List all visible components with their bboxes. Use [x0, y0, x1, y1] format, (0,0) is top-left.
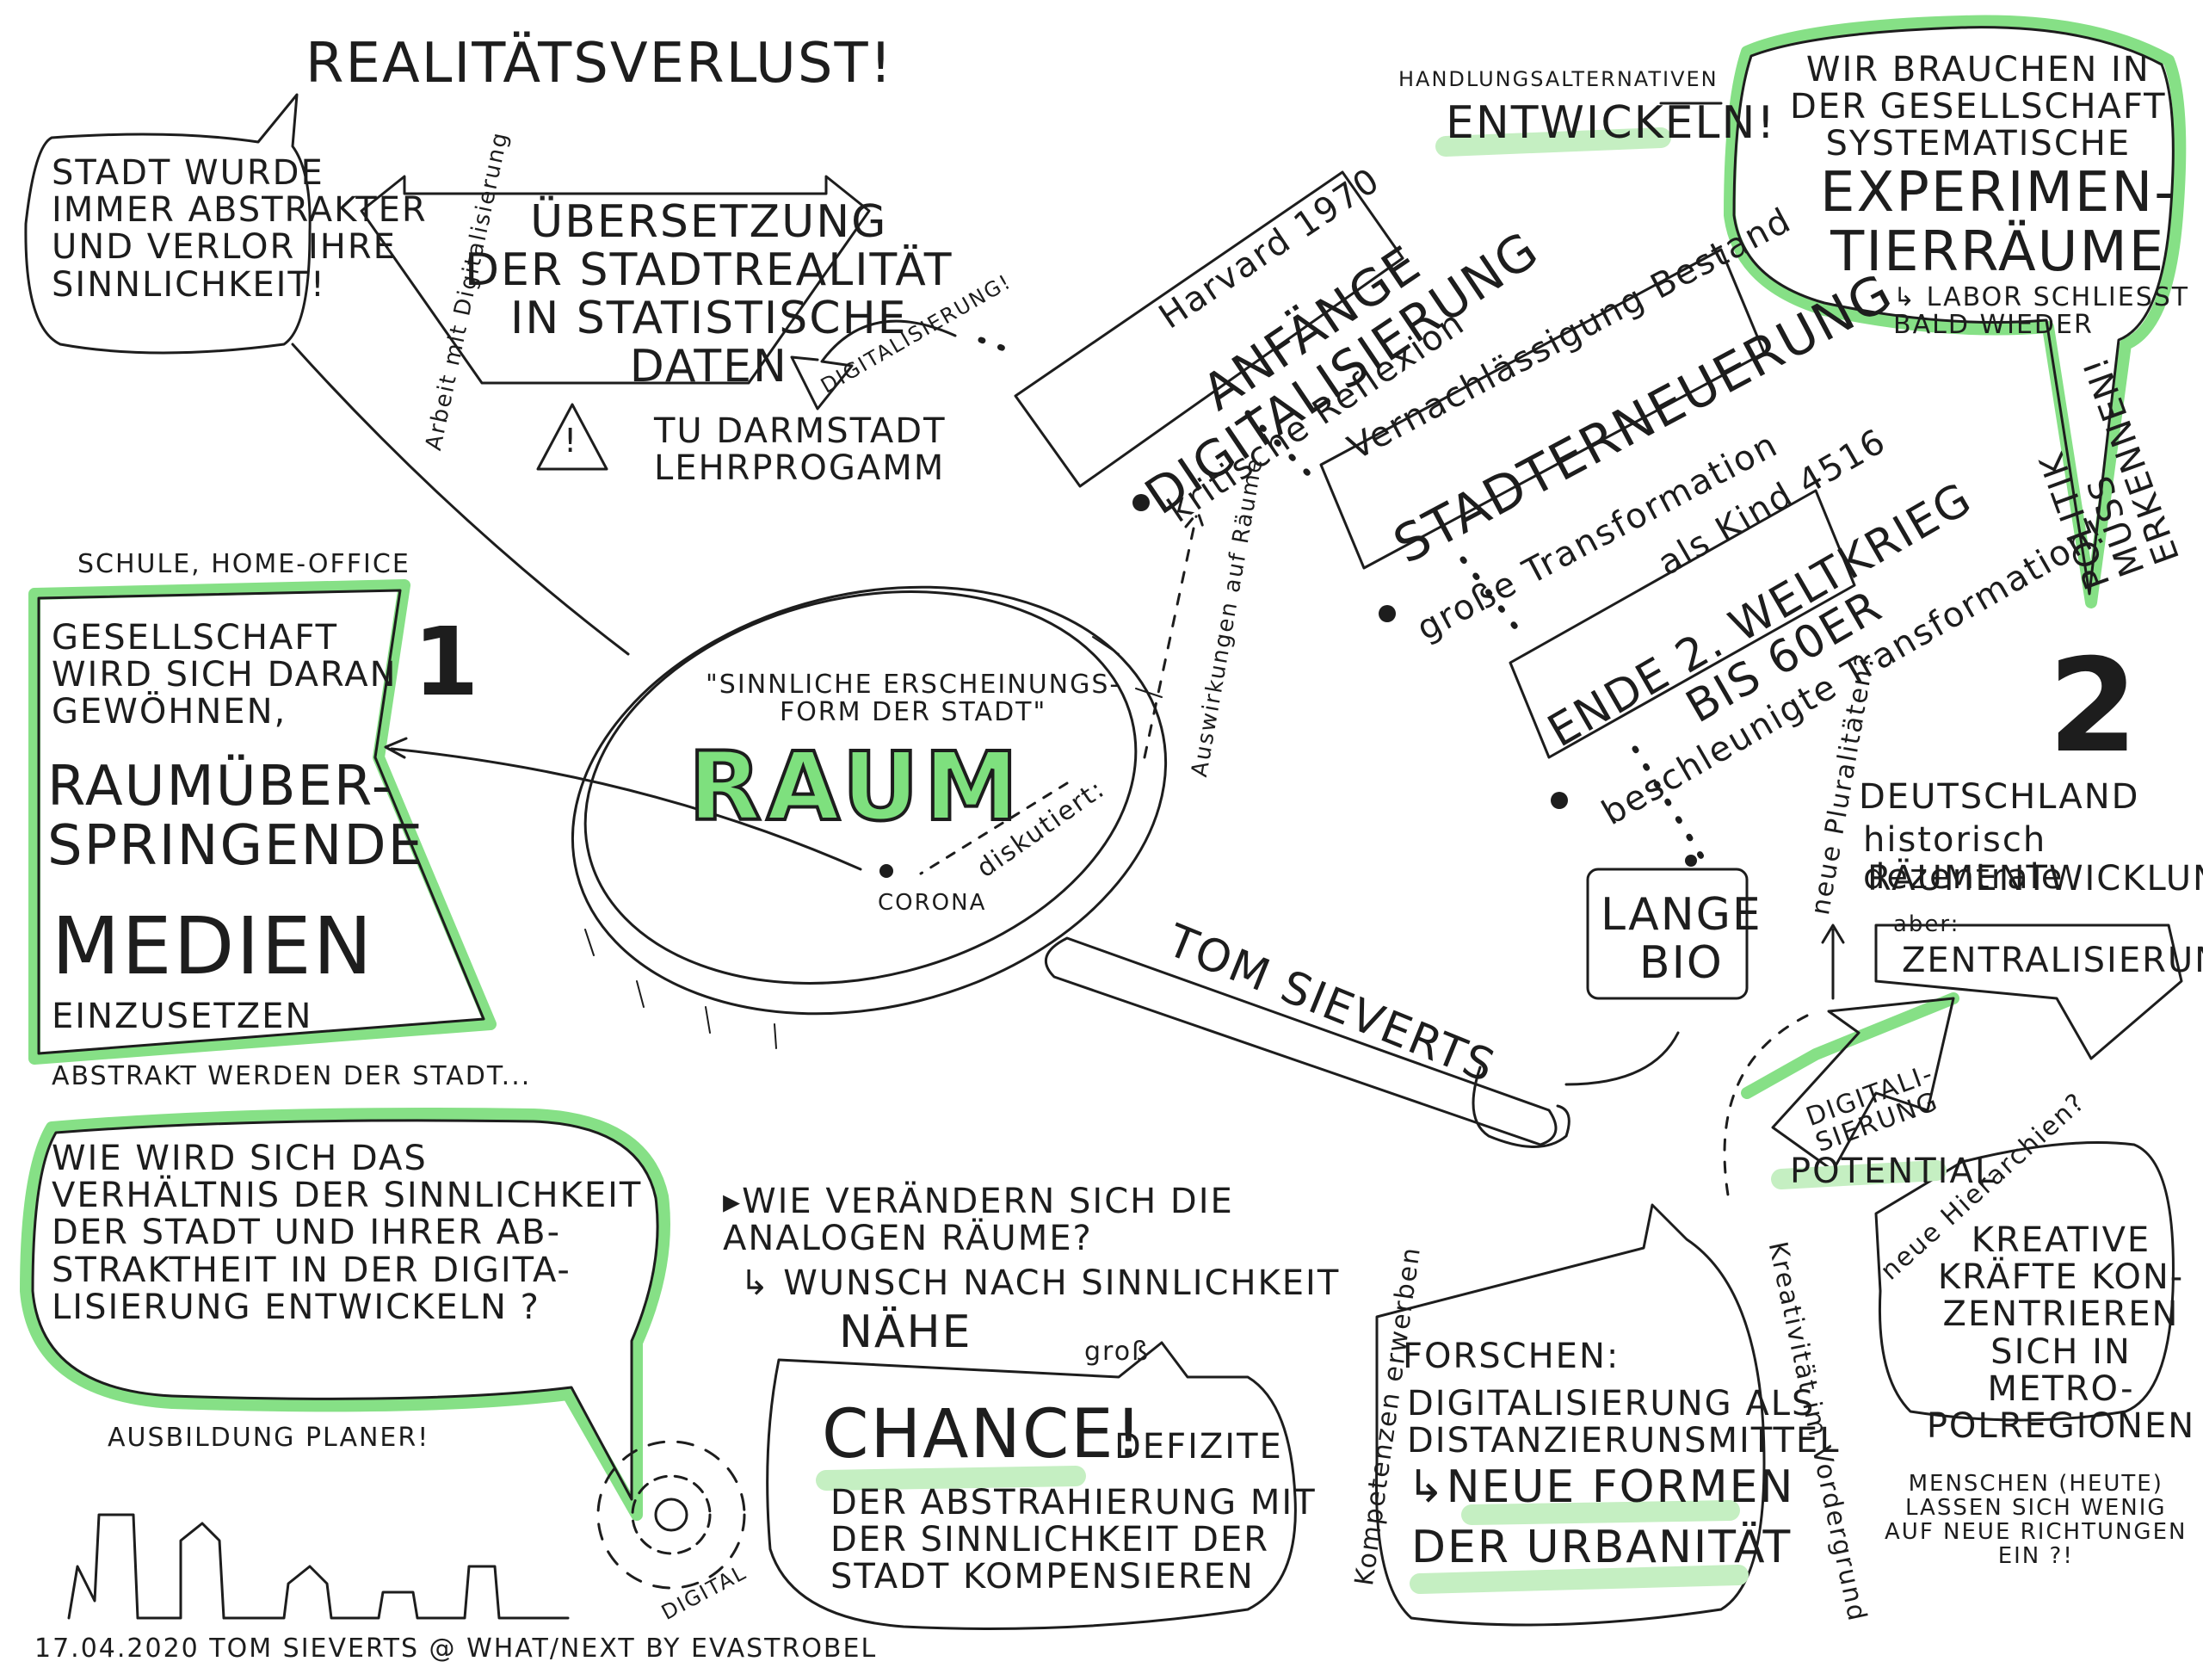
left-box-line2: RAUMÜBER- SPRINGENDE — [47, 755, 425, 879]
analog-line3: NÄHE — [839, 1306, 972, 1358]
highlight-entwickeln — [1435, 127, 1671, 157]
chance-bubble — [766, 1341, 1297, 1630]
forschen-arrow: ↳NEUE FORMEN — [1407, 1461, 1795, 1513]
highlight-urbanitaet — [1410, 1565, 1749, 1594]
triangle-bullet-2 — [1379, 605, 1396, 622]
digi-potential: POTENTIAL — [1790, 1152, 1996, 1191]
digital-circle-2 — [631, 1474, 712, 1555]
deutschland-big: RÄUMENTWICKLUNG — [1867, 859, 2203, 899]
left-box-green — [28, 579, 497, 1065]
left-box-line4: EINZUSETZEN — [52, 997, 313, 1036]
pentagon-text: ÜBERSETZUNG DER STADTREALITÄT IN STATIST… — [465, 196, 953, 393]
realitaet-title: REALITÄTSVERLUST! — [305, 32, 894, 96]
deutschland-sub: historisch dezentrale — [1863, 820, 2064, 898]
curve-left — [1723, 1014, 1809, 1207]
warning-text: TU DARMSTADT LEHRPROGAMM — [654, 411, 947, 489]
bubble-gesellschaft-outline — [1724, 15, 2187, 608]
lange-bio-text: LANGE BIO — [1601, 889, 1762, 990]
dotted-chain — [978, 337, 1707, 864]
digital-circle-1 — [654, 1498, 688, 1532]
highlight-neue-formen — [1461, 1500, 1740, 1525]
pentagon-outline — [360, 175, 871, 385]
zentral-text: ZENTRALISIERUNG — [1902, 941, 2203, 980]
lens-rim-lines — [584, 636, 1163, 1049]
bubble-stadt-text: STADT WURDE IMMER ABSTRAKTER UND VERLOR … — [52, 153, 428, 305]
digital-circle-3 — [596, 1440, 746, 1590]
left-box-line3: MEDIEN — [52, 900, 374, 992]
deutschland-title: DEUTSCHLAND — [1859, 777, 2140, 817]
corona-arrow — [384, 737, 862, 871]
handlung-small: HANDLUNGSALTERNATIVEN — [1398, 67, 1719, 91]
digi-arrow-box — [1771, 997, 1955, 1172]
highlight-potential — [1771, 1160, 1947, 1189]
analog-line2: ↳ WUNSCH NACH SINNLICHKEIT — [740, 1263, 1341, 1303]
arrow-up-pluralitaet — [1821, 923, 1845, 1000]
forschen-bubble — [1375, 1203, 1766, 1627]
lens-raum: RAUM — [687, 732, 1024, 842]
left-box-line1: GESELLSCHAFT WIRD SICH DARAN GEWÖHNEN, — [52, 618, 398, 732]
bubble-gesellschaft-ink — [1732, 26, 2175, 596]
triangle-bullet-1 — [1132, 494, 1150, 511]
chance-big: CHANCE! — [822, 1396, 1144, 1473]
triangle-bullet-3 — [1551, 792, 1568, 809]
warning-triangle — [536, 403, 608, 471]
chance-text: DER ABSTRAHIERUNG MIT DER SINNLICHKEIT D… — [830, 1483, 1317, 1597]
hand-sketch — [1472, 1065, 1570, 1148]
forschen-text: DIGITALISIERUNG ALS DISTANZIERUNSMITTEL — [1407, 1384, 1841, 1461]
lens-quote: "SINNLICHE ERSCHEINUNGS- FORM DER STADT" — [706, 670, 1121, 728]
connector-hand — [1564, 1031, 1680, 1086]
lange-bio-box — [1586, 868, 1749, 1000]
kreative-text: KREATIVE KRÄFTE KON- ZENTRIEREN SICH IN … — [1926, 1220, 2196, 1446]
bubble-frage-green — [20, 1108, 670, 1521]
corona-dot — [879, 864, 893, 878]
forschen-last: DER URBANITÄT — [1411, 1522, 1793, 1573]
lens-inner — [583, 590, 1138, 985]
abstrakt-label: ABSTRAKT WERDEN DER STADT... — [52, 1061, 532, 1091]
lens-handle — [1045, 936, 1558, 1146]
stadterneuerung-box — [1319, 248, 1766, 570]
weltkrieg-box — [1509, 489, 1856, 759]
harvard-box — [1014, 170, 1404, 488]
lens-outer — [571, 585, 1168, 1016]
analog-line1: ▸WIE VERÄNDERN SICH DIE ANALOGEN RÄUME? — [723, 1182, 1234, 1259]
highlight-chance — [816, 1466, 1086, 1491]
digi-arrow-green — [1741, 992, 1959, 1099]
lens-corona: CORONA — [878, 890, 987, 916]
skyline — [67, 1513, 570, 1620]
bubble-gesellschaft-line3: ↳ LABOR SCHLIESST BALD WIEDER — [1893, 282, 2190, 341]
handlung-big: ENTWICKELN! — [1446, 97, 1777, 149]
footer-text: 17.04.2020 TOM SIEVERTS @ WHAT/NEXT by E… — [34, 1634, 878, 1664]
warning-symbol: ! — [564, 422, 579, 460]
schule-label: SCHULE, HOME-OFFICE — [77, 549, 410, 579]
number-1: 1 — [413, 607, 481, 717]
bubble-gesellschaft-line1: WIR BRAUCHEN IN DER GESELLSCHAFT SYSTEMA… — [1790, 50, 2167, 164]
zentral-aber: aber: — [1893, 911, 1960, 937]
zentral-arrow — [1874, 923, 2183, 1060]
menschen-text: MENSCHEN (HEUTE) LASSEN SICH WENIG AUF N… — [1885, 1471, 2188, 1570]
bubble-frage-text: WIE WIRD SICH DAS VERHÄLTNIS DER SINNLIC… — [52, 1139, 643, 1327]
lange-bio-dot — [1685, 855, 1697, 867]
dashed-diskutiert — [919, 781, 1069, 875]
ausbildung-label: AUSBILDUNG PLANER! — [108, 1423, 430, 1453]
connector-line-left — [291, 343, 630, 656]
chance-gross: groß — [1084, 1337, 1150, 1367]
bubble-gesellschaft-line2: EXPERIMEN- TIERRÄUME — [1820, 161, 2176, 285]
chance-rest: DEFIZITE — [1114, 1427, 1283, 1467]
number-2: 2 — [2048, 632, 2140, 781]
bubble-stadt-outline — [24, 93, 312, 355]
digitalisierung-arrow — [790, 319, 957, 411]
dashed-arrow-up — [1143, 510, 1206, 759]
left-box-ink — [37, 589, 485, 1055]
forschen-title: FORSCHEN: — [1403, 1337, 1620, 1376]
bubble-frage-ink — [31, 1119, 659, 1501]
kreative-bubble — [1874, 1141, 2175, 1422]
